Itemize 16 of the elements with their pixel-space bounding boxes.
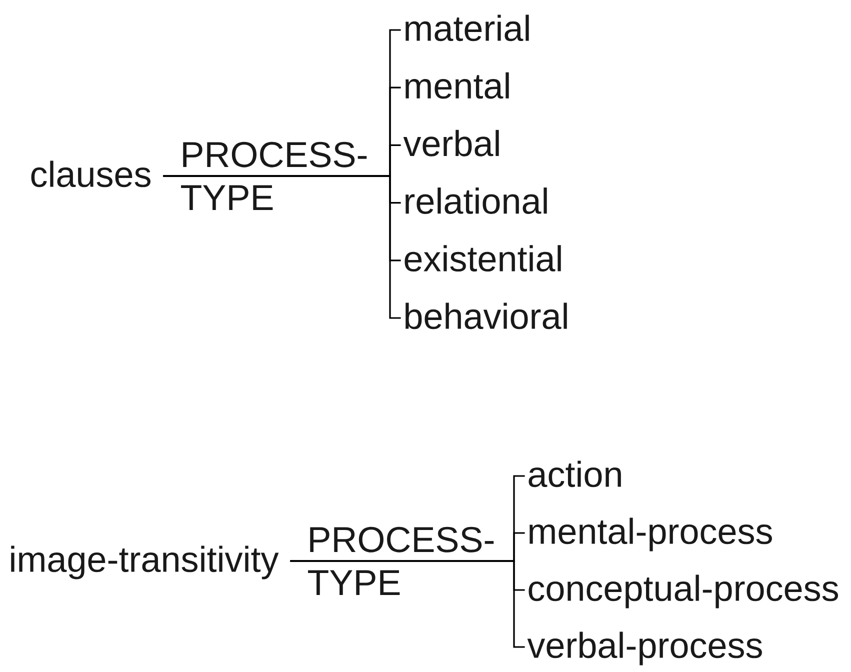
option-label: verbal [403, 130, 499, 156]
option-label: material [406, 14, 529, 42]
connector-line [163, 175, 401, 319]
connector-line [290, 560, 525, 648]
entry-label: image-transitivity [11, 546, 279, 580]
edge-label: PROCESS- TYPE [308, 526, 494, 595]
edge-label: PROCESS- TYPE [181, 142, 367, 210]
option-label: relational [406, 188, 547, 214]
option-label: conceptual-process [528, 574, 838, 608]
entry-label: clauses [31, 160, 150, 188]
option-label: behavioral [406, 302, 567, 330]
option-label: action [528, 460, 621, 488]
option-label: mental-process [530, 518, 772, 552]
option-label: mental [406, 72, 509, 99]
option-label: existential [404, 245, 561, 272]
option-label: verbal-process [527, 632, 762, 666]
